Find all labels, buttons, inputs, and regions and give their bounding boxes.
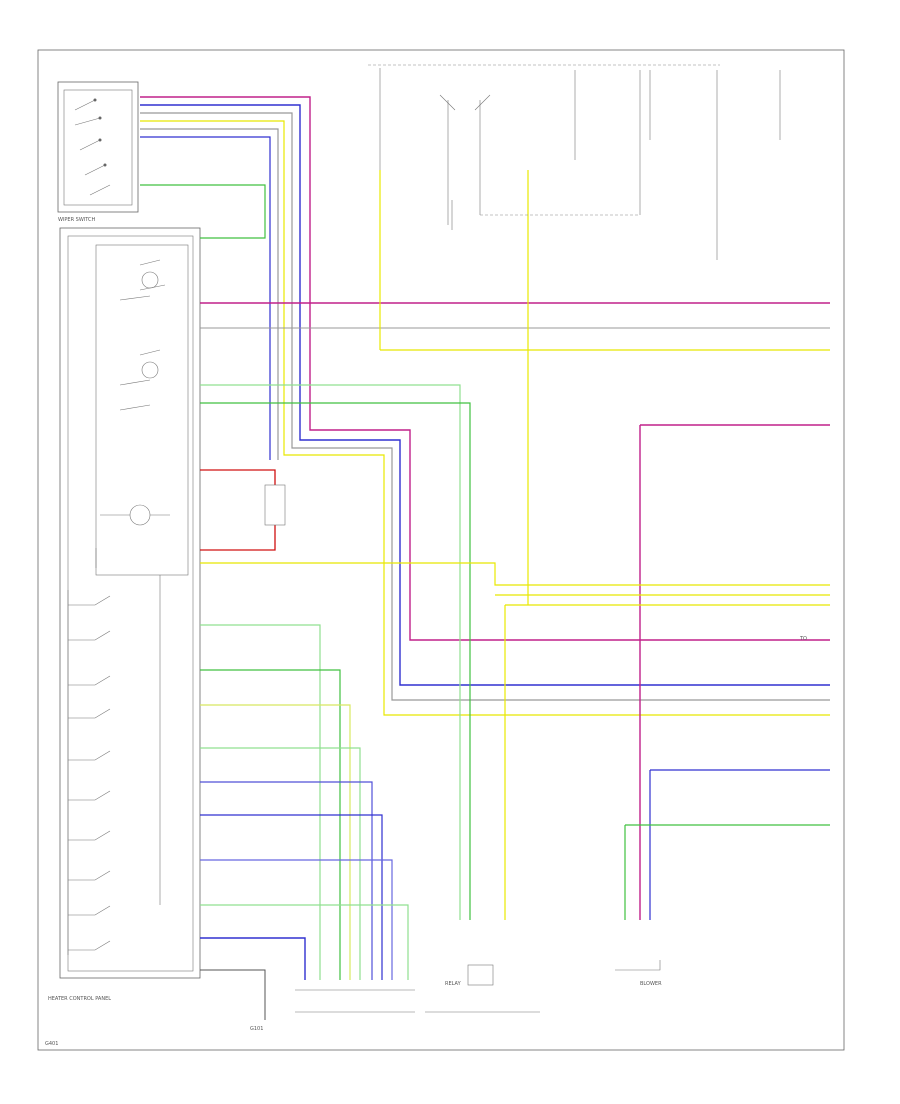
ground-label: G101 bbox=[250, 1026, 263, 1032]
diagram-border bbox=[37, 49, 845, 1051]
relay-circuit bbox=[200, 469, 286, 551]
bottom-connector-left bbox=[295, 989, 415, 1013]
fuse-relay-column bbox=[368, 64, 781, 605]
panel-switch-contacts bbox=[68, 595, 111, 951]
lower-wires bbox=[200, 624, 409, 1020]
top-wires bbox=[140, 96, 830, 716]
heater-panel-label: HEATER CONTROL PANEL bbox=[48, 996, 111, 1002]
bottom-connector-mid: RELAY bbox=[425, 964, 540, 1013]
bottom-connector-right: BLOWER bbox=[615, 960, 662, 987]
heater-control-panel: HEATER CONTROL PANEL bbox=[48, 227, 201, 1002]
top-switch-block: WIPER SWITCH bbox=[57, 81, 139, 223]
switch-top-label: WIPER SWITCH bbox=[58, 217, 96, 223]
bottom-left-note: G401 bbox=[45, 1041, 58, 1047]
horizontal-buses bbox=[200, 302, 830, 920]
right-label: TO bbox=[799, 636, 807, 642]
motor-label: BLOWER bbox=[640, 981, 662, 987]
relay-label: RELAY bbox=[445, 981, 462, 987]
